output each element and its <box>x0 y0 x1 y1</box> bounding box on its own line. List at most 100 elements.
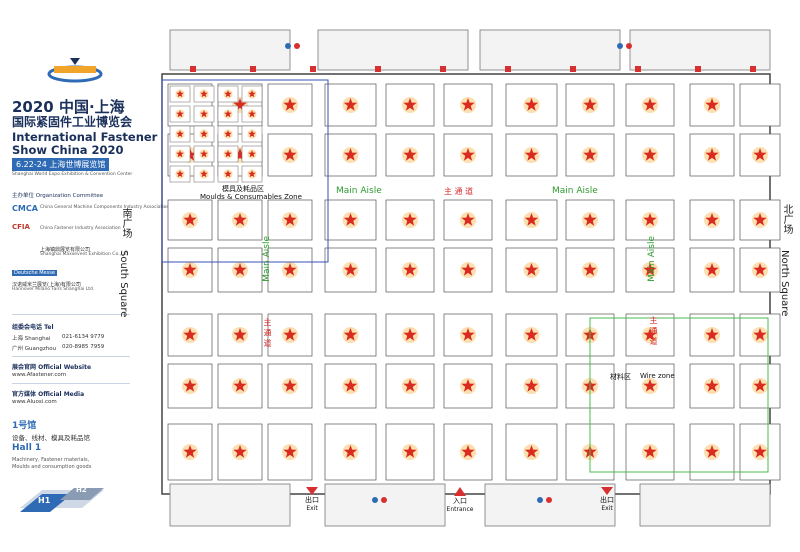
booth-star-icon <box>524 263 539 276</box>
booth-star-icon <box>461 213 475 226</box>
title-en-2: Show China 2020 <box>12 143 124 157</box>
south-square-en: South Square <box>118 250 129 318</box>
exit-right[interactable]: 出口 Exit <box>595 487 619 512</box>
main-aisle-cn-3: 主 通 道 <box>649 316 658 346</box>
deutsche-messe-logo: Deutsche Messe <box>12 270 57 276</box>
booth-star-icon <box>183 213 197 226</box>
hall-en-desc-2: Moulds and consumption goods <box>12 464 92 470</box>
entrance[interactable]: 入口 Entrance <box>442 487 478 513</box>
entrance-en: Entrance <box>446 506 474 513</box>
booth-star-icon <box>643 148 657 161</box>
booth-star-icon <box>224 90 232 98</box>
booth-star-icon <box>200 130 208 138</box>
fire-exit-marker <box>505 66 511 72</box>
booth-star-icon <box>403 328 417 341</box>
fire-exit-marker <box>375 66 381 72</box>
org3-en: Shanghai Maxxevent Exhibition Co.,Ltd <box>40 252 129 257</box>
booth-star-icon <box>753 213 767 226</box>
wire-zone-en: Wire zone <box>640 372 675 380</box>
restroom-icon <box>294 43 300 49</box>
booth-star-icon <box>343 379 358 392</box>
booth-star-icon <box>176 130 184 138</box>
booth-star-icon <box>248 90 256 98</box>
booth-star-icon <box>753 328 767 341</box>
org3-name: 上海镇鼎展览有限公司 <box>40 247 91 253</box>
cfia-logo: CFIA <box>12 223 30 231</box>
booth-star-icon <box>705 328 719 341</box>
cmca-logo: CMCA <box>12 204 38 213</box>
booth-star-icon <box>643 213 657 226</box>
restroom-icon <box>381 497 387 503</box>
booth <box>385 247 435 293</box>
booth <box>167 247 213 293</box>
media-url[interactable]: www.Aluosi.com <box>12 399 57 405</box>
booth-star-icon <box>343 98 358 111</box>
booth-star-icon <box>403 379 417 392</box>
entrance-arrow-icon <box>454 487 466 496</box>
date-venue-bar: 6.22-24 上海世博展览馆 <box>12 158 110 171</box>
booth-star-icon <box>403 213 417 226</box>
h2-label: H2 <box>76 486 87 494</box>
org4-en: Hannover Milano Fairs Shanghai Ltd. <box>12 287 95 292</box>
booth-star-icon <box>705 445 719 458</box>
main-aisle-label-3: Main Aisle <box>262 236 272 282</box>
booth-star-icon <box>753 445 767 458</box>
booth-star-icon <box>183 379 197 392</box>
booth-star-icon <box>200 110 208 118</box>
booth-star-icon <box>705 148 719 161</box>
org2-name: China Fastener Industry Association <box>40 226 121 231</box>
booth-star-icon <box>283 445 297 458</box>
booth-star-icon <box>343 213 358 226</box>
booth-star-icon <box>200 90 208 98</box>
title-cn: 2020 中国·上海 <box>12 98 125 116</box>
exit-right-cn: 出口 <box>600 496 614 504</box>
exit-left[interactable]: 出口 Exit <box>300 487 324 512</box>
main-aisle-label-4: Main Aisle <box>647 236 657 282</box>
booth-star-icon <box>283 263 297 276</box>
main-aisle-label-1: Main Aisle <box>336 186 382 196</box>
service-block <box>169 483 291 527</box>
booth-star-icon <box>403 445 417 458</box>
booth-star-icon <box>643 328 657 341</box>
booth-star-icon <box>403 148 417 161</box>
divider <box>12 314 130 315</box>
booth-star-icon <box>343 445 358 458</box>
booth-star-icon <box>283 98 297 111</box>
organizers-heading: 主办单位 Organization Committee <box>12 193 104 199</box>
service-block <box>479 29 621 71</box>
exit-left-cn: 出口 <box>305 496 319 504</box>
booth-star-icon <box>224 170 232 178</box>
booth-star-icon <box>283 148 297 161</box>
media-heading: 官方媒体 Official Media <box>12 391 85 398</box>
tel-heading: 组委会电话 Tel <box>12 324 54 331</box>
booth-star-icon <box>343 328 358 341</box>
website-heading: 展会官网 Official Website <box>12 364 92 371</box>
booth-star-icon <box>233 445 247 458</box>
service-block <box>317 29 469 71</box>
booth <box>739 83 781 127</box>
booth-star-icon <box>176 110 184 118</box>
booth-star-icon <box>705 98 719 111</box>
org4-cn: 汉诺威米兰展览(上海)有限公司 <box>12 282 81 288</box>
exit-right-en: Exit <box>601 505 613 512</box>
booth-star-icon <box>248 110 256 118</box>
booth-star-icon <box>176 170 184 178</box>
hall-cn: 1号馆 <box>12 421 37 431</box>
booth-star-icon <box>224 110 232 118</box>
fire-exit-marker <box>440 66 446 72</box>
venue-en: Shanghai World Expo Exhibition & Convent… <box>12 172 133 177</box>
booth-star-icon <box>233 213 247 226</box>
booth-star-icon <box>233 379 247 392</box>
booth-star-icon <box>183 263 197 276</box>
booth-star-icon <box>524 445 539 458</box>
org1-name: China General Machine Components Industr… <box>40 205 170 210</box>
booth-star-icon <box>643 98 657 111</box>
moulds-zone-border <box>161 79 329 263</box>
booth-star-icon <box>224 150 232 158</box>
restroom-icon <box>372 497 378 503</box>
north-square-en: North Square <box>779 250 790 317</box>
sh-label: 上海 Shanghai <box>12 336 51 342</box>
booth-star-icon <box>248 170 256 178</box>
fire-exit-marker <box>190 66 196 72</box>
website-url[interactable]: www.Afastener.com <box>12 372 67 378</box>
